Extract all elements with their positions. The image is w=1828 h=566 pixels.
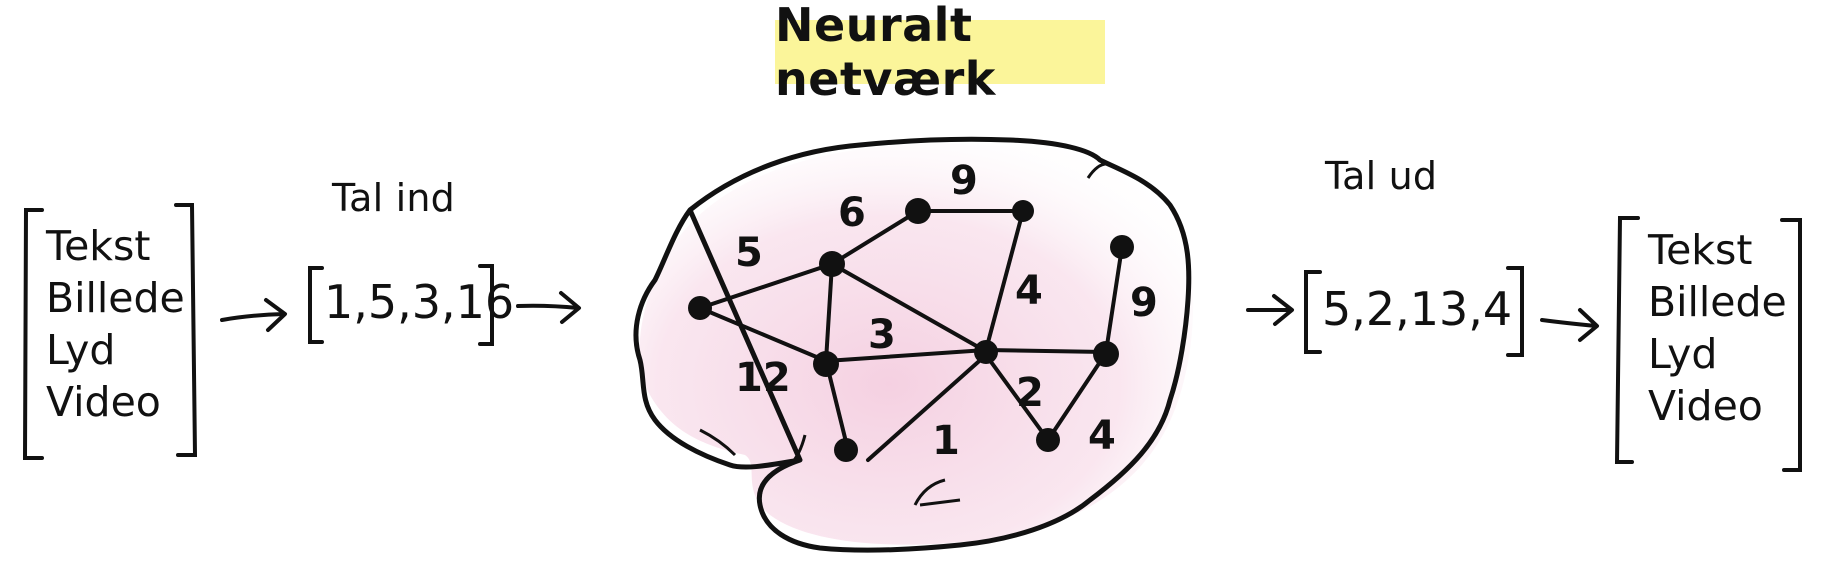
input-types-list: Tekst Billede Lyd Video [46,220,185,428]
input-type-item: Lyd [46,326,116,374]
weight-label: 5 [735,230,763,276]
output-type-item: Video [1648,382,1763,430]
output-types-list: Tekst Billede Lyd Video [1648,224,1787,432]
network-node [1012,200,1034,222]
input-list-bracket [22,203,198,460]
input-type-item: Billede [46,274,185,322]
weight-label: 9 [950,158,978,204]
output-label: Tal ud [1325,154,1438,198]
input-label: Tal ind [332,176,456,220]
weight-label: 9 [1130,280,1158,326]
input-type-item: Tekst [46,222,151,270]
weight-label: 12 [735,355,791,401]
network-node [813,351,839,377]
network-node [974,340,998,364]
output-type-item: Billede [1648,278,1787,326]
weight-label: 1 [932,418,960,464]
weight-label: 6 [838,190,866,236]
network-node [1093,341,1119,367]
network-nodes [688,198,1134,462]
network-edges [698,209,1124,462]
output-type-item: Tekst [1648,226,1753,274]
network-node [1036,428,1060,452]
network-node [834,438,858,462]
arrow-icon [1540,308,1599,342]
output-vector-bracket [1304,266,1524,357]
weight-label: 4 [1088,413,1116,459]
output-type-item: Lyd [1648,330,1718,378]
arrow-icon [220,298,287,332]
weight-label: 3 [868,312,896,358]
arrow-icon [1246,294,1294,326]
network-node [905,198,931,224]
arrow-icon [516,291,581,324]
weight-label: 4 [1015,268,1043,314]
input-vector-bracket [308,264,494,346]
network-node [819,251,845,277]
weight-label: 2 [1016,370,1044,416]
output-list-bracket [1614,216,1802,472]
network-node [688,296,712,320]
network-node [1110,235,1134,259]
output-vector: 5,2,13,4 [1322,282,1513,336]
input-type-item: Video [46,378,161,426]
input-vector: 1,5,3,16 [324,275,515,329]
